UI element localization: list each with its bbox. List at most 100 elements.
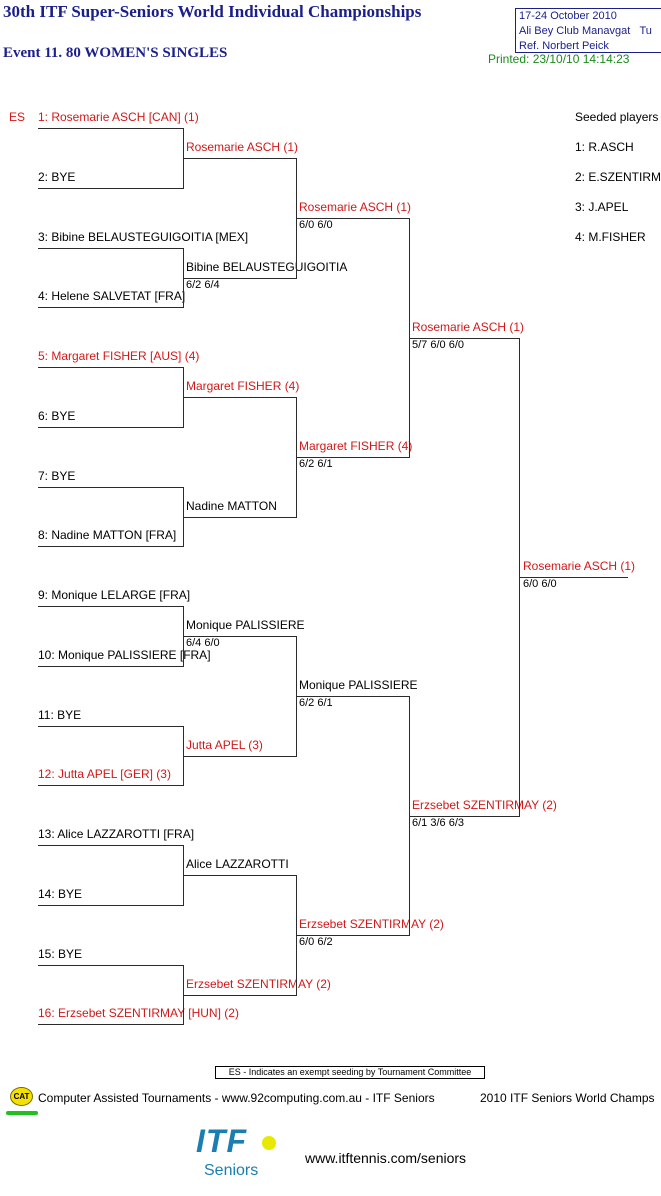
- draw-entry-3: 3: Bibine BELAUSTEGUIGOITIA [MEX]: [38, 230, 249, 244]
- qf-winner-2: Margaret FISHER (4): [299, 439, 413, 453]
- bracket-vline: [183, 128, 184, 188]
- draw-entry-7: 7: BYE: [38, 469, 76, 483]
- bracket-hline: [38, 188, 184, 189]
- cat-logo: CAT: [10, 1087, 33, 1106]
- qf-winner-1: Rosemarie ASCH (1): [299, 200, 412, 214]
- bracket-vline: [183, 965, 184, 1024]
- bracket-hline: [184, 397, 297, 398]
- bracket-hline: [38, 546, 184, 547]
- draw-entry-9: 9: Monique LELARGE [FRA]: [38, 588, 191, 602]
- draw-entry-11: 11: BYE: [38, 708, 82, 722]
- sf-winner-2: Erzsebet SZENTIRMAY (2): [412, 798, 557, 812]
- bracket-hline: [38, 965, 184, 966]
- qf-score-3: 6/2 6/1: [299, 697, 333, 709]
- seeded-player-2: 2: E.SZENTIRM: [575, 170, 661, 184]
- bracket-hline: [38, 845, 184, 846]
- tournament-dates: 17-24 October 2010: [519, 10, 617, 22]
- bracket-hline: [297, 696, 410, 697]
- r2-winner-7: Alice LAZZAROTTI: [186, 857, 289, 871]
- tennis-ball-icon: [262, 1136, 276, 1150]
- bracket-vline: [183, 248, 184, 307]
- bracket-vline: [296, 875, 297, 995]
- bracket-hline: [184, 756, 297, 757]
- draw-entry-15: 15: BYE: [38, 947, 83, 961]
- draw-entry-5: 5: Margaret FISHER [AUS] (4): [38, 349, 200, 363]
- event-title: Event 11. 80 WOMEN'S SINGLES: [3, 45, 228, 61]
- bracket-vline: [183, 487, 184, 546]
- bracket-vline: [409, 696, 410, 935]
- bracket-hline: [38, 307, 184, 308]
- bracket-hline: [184, 636, 297, 637]
- r2-winner-5: Monique PALISSIERE: [186, 618, 305, 632]
- r2-score-2: 6/2 6/4: [186, 279, 220, 291]
- bracket-hline: [38, 367, 184, 368]
- bracket-hline: [184, 158, 297, 159]
- bracket-hline: [38, 427, 184, 428]
- draw-entry-4: 4: Helene SALVETAT [FRA]: [38, 289, 186, 303]
- bracket-vline: [296, 158, 297, 278]
- qf-winner-3: Monique PALISSIERE: [299, 678, 418, 692]
- bracket-hline: [410, 338, 520, 339]
- bracket-hline: [38, 785, 184, 786]
- cat-logo-underline: [6, 1111, 38, 1115]
- bracket-hline: [38, 606, 184, 607]
- bracket-vline: [183, 845, 184, 905]
- bracket-hline: [184, 517, 297, 518]
- sf-winner-1: Rosemarie ASCH (1): [412, 320, 525, 334]
- qf-winner-4: Erzsebet SZENTIRMAY (2): [299, 917, 444, 931]
- seeded-player-3: 3: J.APEL: [575, 200, 629, 214]
- itf-url[interactable]: www.itftennis.com/seniors: [305, 1150, 467, 1166]
- cat-credit: Computer Assisted Tournaments - www.92co…: [38, 1091, 435, 1105]
- bracket-hline: [184, 278, 297, 279]
- bracket-hline: [38, 128, 184, 129]
- bracket-hline: [38, 905, 184, 906]
- tournament-venue: Ali Bey Club Manavgat Tu: [519, 25, 652, 37]
- r2-winner-4: Nadine MATTON: [186, 499, 277, 513]
- sf-score-1: 5/7 6/0 6/0: [412, 339, 464, 351]
- draw-entry-16: 16: Erzsebet SZENTIRMAY [HUN] (2): [38, 1006, 239, 1020]
- draw-entry-8: 8: Nadine MATTON [FRA]: [38, 528, 177, 542]
- itf-logo: ITF: [196, 1123, 247, 1159]
- bracket-vline: [409, 218, 410, 457]
- printed-timestamp: Printed: 23/10/10 14:14:23: [488, 52, 630, 66]
- bracket-hline: [520, 577, 628, 578]
- bracket-vline: [519, 338, 520, 816]
- r2-winner-8: Erzsebet SZENTIRMAY (2): [186, 977, 331, 991]
- draw-entry-6: 6: BYE: [38, 409, 76, 423]
- bracket-vline: [183, 606, 184, 666]
- bracket-hline: [184, 875, 297, 876]
- champs-label: 2010 ITF Seniors World Champs: [480, 1091, 655, 1105]
- seeded-player-1: 1: R.ASCH: [575, 140, 634, 154]
- qf-score-1: 6/0 6/0: [299, 219, 333, 231]
- bracket-hline: [38, 487, 184, 488]
- draw-entry-12: 12: Jutta APEL [GER] (3): [38, 767, 171, 781]
- qf-score-4: 6/0 6/2: [299, 936, 333, 948]
- r2-winner-2: Bibine BELAUSTEGUIGOITIA: [186, 260, 348, 274]
- draw-entry-1: 1: Rosemarie ASCH [CAN] (1): [38, 110, 199, 124]
- draw-entry-10: 10: Monique PALISSIERE [FRA]: [38, 648, 211, 662]
- tournament-referee: Ref. Norbert Peick: [519, 40, 609, 52]
- bracket-hline: [297, 457, 410, 458]
- seeded-players-title: Seeded players: [575, 110, 659, 124]
- seeded-player-4: 4: M.FISHER: [575, 230, 646, 244]
- bracket-vline: [183, 367, 184, 427]
- r2-score-5: 6/4 6/0: [186, 637, 220, 649]
- bracket-hline: [297, 218, 410, 219]
- es-marker: ES: [9, 110, 26, 124]
- es-footnote: ES - Indicates an exempt seeding by Tour…: [215, 1066, 485, 1079]
- bracket-vline: [296, 397, 297, 517]
- bracket-hline: [38, 666, 184, 667]
- tournament-info-box: 17-24 October 2010 Ali Bey Club Manavgat…: [515, 8, 661, 53]
- sf-score-2: 6/1 3/6 6/3: [412, 817, 464, 829]
- bracket-vline: [296, 636, 297, 756]
- tournament-title: 30th ITF Super-Seniors World Individual …: [3, 2, 422, 21]
- draw-entry-13: 13: Alice LAZZAROTTI [FRA]: [38, 827, 195, 841]
- champion-name: Rosemarie ASCH (1): [523, 559, 636, 573]
- draw-entry-2: 2: BYE: [38, 170, 76, 184]
- bracket-vline: [183, 726, 184, 785]
- qf-score-2: 6/2 6/1: [299, 458, 333, 470]
- bracket-hline: [184, 995, 297, 996]
- draw-entry-14: 14: BYE: [38, 887, 83, 901]
- final-score: 6/0 6/0: [523, 578, 557, 590]
- bracket-hline: [297, 935, 410, 936]
